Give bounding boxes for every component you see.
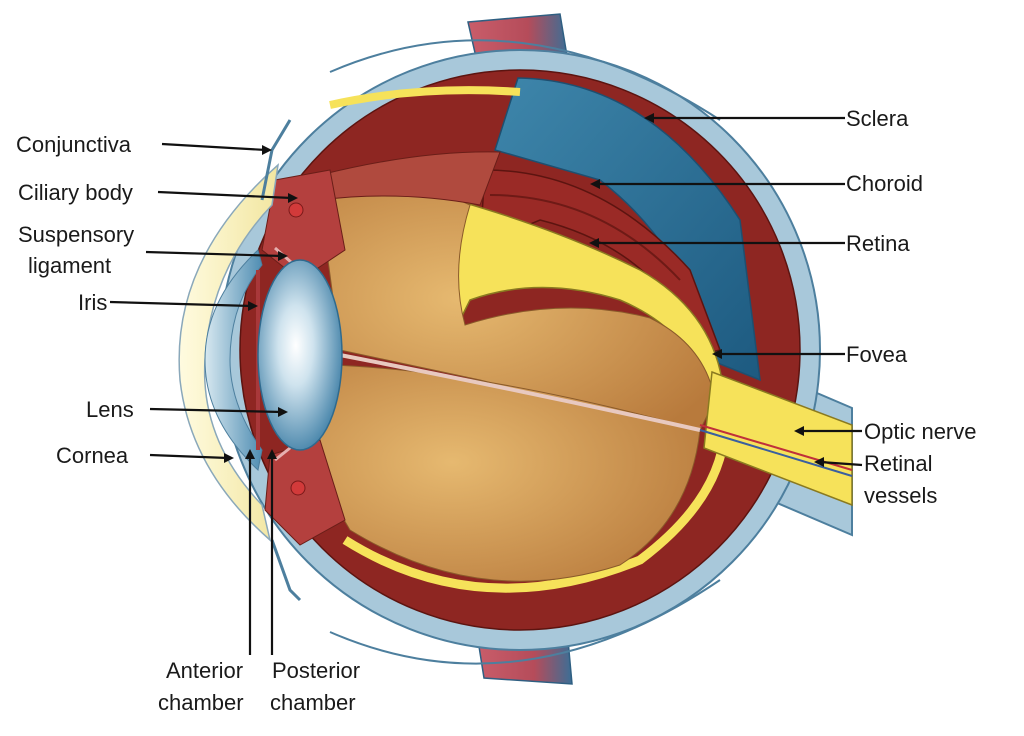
label-ciliary-body: Ciliary body <box>18 180 133 205</box>
leader-lines <box>109 116 863 655</box>
label-cornea: Cornea <box>56 443 129 468</box>
label-suspensory-line2: ligament <box>28 253 112 278</box>
label-iris: Iris <box>78 290 108 315</box>
label-anterior-line1: Anterior <box>166 658 244 683</box>
label-sclera: Sclera <box>846 106 909 131</box>
ciliary-body <box>261 169 346 546</box>
label-conjunctiva: Conjunctiva <box>16 132 131 157</box>
vitreous-body <box>318 151 716 582</box>
label-posterior-line1: Posterior <box>272 658 361 683</box>
label-lens: Lens <box>86 397 134 422</box>
label-retina: Retina <box>846 231 910 256</box>
label-choroid: Choroid <box>846 171 924 196</box>
leader-arrowheads <box>224 113 824 467</box>
sclera-cutaway-wedge <box>494 77 761 382</box>
label-retinal-line1: Retinal <box>864 451 933 476</box>
label-fovea: Fovea <box>846 342 908 367</box>
label-optic-nerve: Optic nerve <box>864 419 977 444</box>
cornea-shape <box>178 119 302 602</box>
label-anterior-line2: chamber <box>158 690 244 715</box>
lens-shape <box>257 259 343 451</box>
label-retinal-line2: vessels <box>864 483 938 508</box>
label-suspensory-line1: Suspensory <box>18 222 135 247</box>
label-posterior-line2: chamber <box>270 690 356 715</box>
